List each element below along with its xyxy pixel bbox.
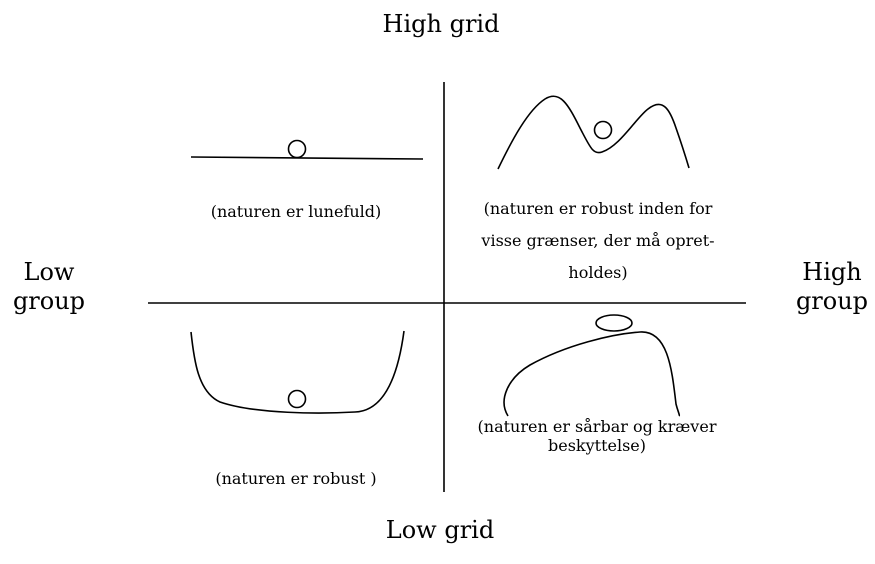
ball-top-left (287, 139, 307, 159)
axis-label-low-group: Low group (4, 258, 94, 316)
caption-top-left: (naturen er lunefuld) (210, 202, 382, 221)
axis-label-low-grid: Low grid (385, 516, 495, 544)
hill-landscape (503, 331, 681, 417)
axis-label-high-group-line2: group (795, 286, 869, 315)
caption-top-right-line3: holdes) (568, 263, 628, 282)
axis-label-low-group-line1: Low (23, 258, 75, 286)
ball-top-right (593, 120, 613, 140)
double-peak-landscape (497, 95, 690, 170)
axis-label-high-grid: High grid (382, 10, 500, 38)
axis-label-low-group-line2: group (12, 286, 86, 315)
caption-top-right-line2: visse grænser, der må opret- (481, 231, 715, 250)
caption-bottom-right: (naturen er sårbar og kræver beskyttelse… (450, 417, 744, 455)
axis-label-high-group-line1: High (802, 258, 862, 286)
caption-bottom-left: (naturen er robust ) (215, 469, 377, 488)
caption-bottom-right-line1: (naturen er sårbar og kræver (477, 417, 717, 436)
ball-bottom-left (287, 389, 307, 409)
axis-label-high-group: High group (790, 258, 874, 316)
caption-top-right-line1: (naturen er robust inden for (483, 199, 713, 218)
ball-bottom-right (595, 314, 633, 332)
bowl-landscape (190, 330, 405, 414)
flat-landscape-line (190, 156, 424, 160)
caption-top-right: (naturen er robust inden for visse græns… (456, 193, 740, 289)
caption-bottom-right-line2: beskyttelse) (547, 436, 647, 456)
